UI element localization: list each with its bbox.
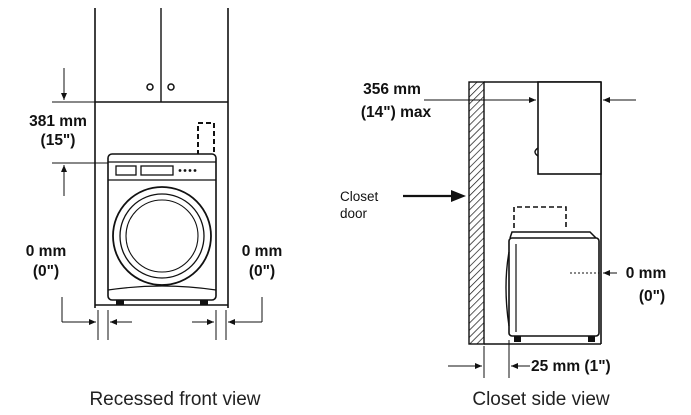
front-view-caption: Recessed front view [89, 389, 260, 410]
left-clearance-mm: 0 mm [26, 243, 67, 260]
dryer-front [107, 153, 217, 305]
cabinet-knob-right [167, 83, 175, 91]
cabinet-depth-in: (14") max [361, 104, 432, 121]
closet-door-label-line1: Closet [340, 189, 379, 204]
side-cabinet-knob [534, 147, 539, 157]
left-clearance-dimension [61, 297, 132, 340]
rear-clearance-in: (0") [639, 288, 665, 305]
cabinet-knob-left [146, 83, 154, 91]
front-clearance-label: 25 mm (1") [531, 358, 611, 375]
left-clearance-in: (0") [33, 263, 59, 280]
front-clearance-dimension [448, 340, 530, 378]
side-view-caption: Closet side view [472, 389, 610, 410]
rear-clearance-mm: 0 mm [626, 265, 667, 282]
closet-door-label-line2: door [340, 206, 368, 221]
closet-door-wall [468, 81, 485, 345]
top-clearance-in: (15") [41, 132, 76, 149]
front-view: 381 mm (15") 0 mm (0") 0 mm (0") Recesse… [26, 8, 283, 410]
right-clearance-in: (0") [249, 263, 275, 280]
cabinet-depth-mm: 356 mm [363, 81, 421, 98]
dryer-side [505, 231, 600, 342]
side-view: 356 mm (14") max Closet door 0 mm (0") 2… [340, 81, 666, 410]
right-clearance-mm: 0 mm [242, 243, 283, 260]
right-clearance-dimension [192, 297, 263, 340]
dryer-door [112, 186, 212, 286]
side-cabinet [537, 81, 602, 175]
side-vent-outline [513, 206, 567, 228]
top-clearance-dimension [52, 68, 108, 196]
top-clearance-mm: 381 mm [29, 113, 87, 130]
